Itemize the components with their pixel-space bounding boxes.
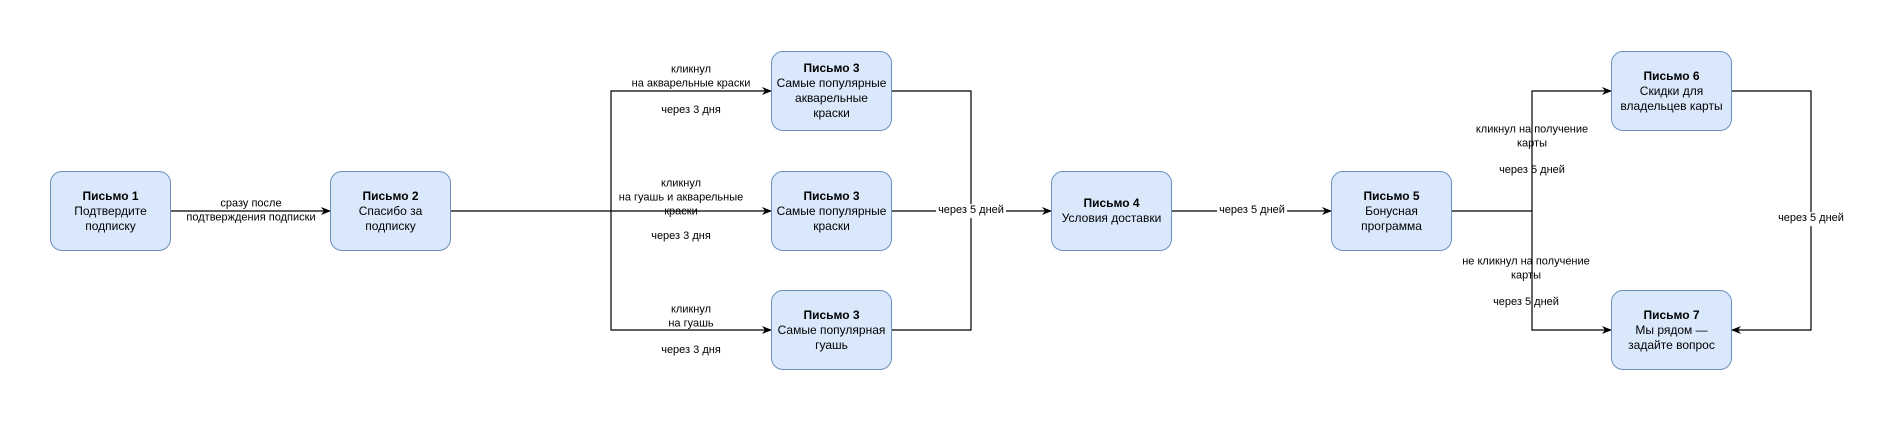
edge-label-both-delay: через 3 дня xyxy=(651,230,711,243)
edge-3a-merge xyxy=(892,90,972,211)
node-email-3-watercolor[interactable]: Письмо 3 Самые популярные акварельные кр… xyxy=(771,51,892,131)
node-email-3-watercolor-body: Самые популярные акварельные краски xyxy=(776,76,887,120)
node-email-3-paints-title: Письмо 3 xyxy=(803,188,860,203)
node-email-3-paints[interactable]: Письмо 3 Самые популярные краски xyxy=(771,171,892,251)
node-email-6-title: Письмо 6 xyxy=(1643,68,1700,83)
edge-label-1-to-2: сразу после подтверждения подписки xyxy=(186,197,316,223)
edge-label-watercolor-condition: кликнул на акварельные краски xyxy=(631,63,751,89)
node-email-5-title: Письмо 5 xyxy=(1363,188,1420,203)
edge-label-nocard-delay: через 5 дней xyxy=(1493,296,1559,309)
node-email-3-watercolor-title: Письмо 3 xyxy=(803,61,860,75)
node-email-1-title: Письмо 1 xyxy=(82,188,139,203)
node-email-2-body: Спасибо за подписку xyxy=(358,203,423,233)
node-email-6-body: Скидки для владельцев карты xyxy=(1620,83,1723,113)
node-email-7-title: Письмо 7 xyxy=(1643,307,1700,322)
node-email-5[interactable]: Письмо 5 Бонусная программа xyxy=(1331,171,1452,251)
edge-2-to-3a xyxy=(610,87,772,211)
edge-label-card-delay: через 5 дней xyxy=(1499,164,1565,177)
edge-6-to-7 xyxy=(1731,90,1812,334)
edge-5-to-6 xyxy=(1452,87,1612,212)
edge-5-to-7 xyxy=(1531,211,1612,334)
node-email-1-body: Подтвердите подписку xyxy=(74,203,147,233)
node-email-6[interactable]: Письмо 6 Скидки для владельцев карты xyxy=(1611,51,1732,131)
node-email-4-title: Письмо 4 xyxy=(1083,196,1140,210)
node-email-3-gouache[interactable]: Письмо 3 Самые популярная гуашь xyxy=(771,290,892,370)
node-email-3-paints-body: Самые популярные краски xyxy=(776,203,887,233)
edge-label-gouache-condition: кликнул на гуашь xyxy=(668,303,714,329)
edge-label-3-to-4: через 5 дней xyxy=(936,204,1006,218)
node-email-3-gouache-body: Самые популярная гуашь xyxy=(777,322,886,352)
edge-label-watercolor-delay: через 3 дня xyxy=(661,104,721,117)
node-email-4-body: Условия доставки xyxy=(1061,211,1162,225)
edge-label-gouache-delay: через 3 дня xyxy=(661,344,721,357)
edge-label-nocard-condition: не кликнул на получение карты xyxy=(1462,255,1590,281)
edge-label-6-to-7: через 5 дней xyxy=(1776,212,1846,226)
node-email-4[interactable]: Письмо 4 Условия доставки xyxy=(1051,171,1172,251)
edge-label-4-to-5: через 5 дней xyxy=(1217,204,1287,218)
node-email-5-body: Бонусная программа xyxy=(1361,203,1422,233)
node-email-3-gouache-title: Письмо 3 xyxy=(803,307,860,322)
edge-label-card-condition: кликнул на получение карты xyxy=(1475,123,1589,149)
node-email-7-body: Мы рядом — задайте вопрос xyxy=(1628,322,1715,352)
node-email-2-title: Письмо 2 xyxy=(362,188,419,203)
node-email-2[interactable]: Письмо 2 Спасибо за подписку xyxy=(330,171,451,251)
node-email-7[interactable]: Письмо 7 Мы рядом — задайте вопрос xyxy=(1611,290,1732,370)
edge-label-both-condition: кликнул на гуашь и акварельные краски xyxy=(618,177,744,217)
node-email-1[interactable]: Письмо 1 Подтвердите подписку xyxy=(50,171,171,251)
edge-3c-merge xyxy=(892,211,972,331)
edge-2-to-3c xyxy=(610,211,772,334)
